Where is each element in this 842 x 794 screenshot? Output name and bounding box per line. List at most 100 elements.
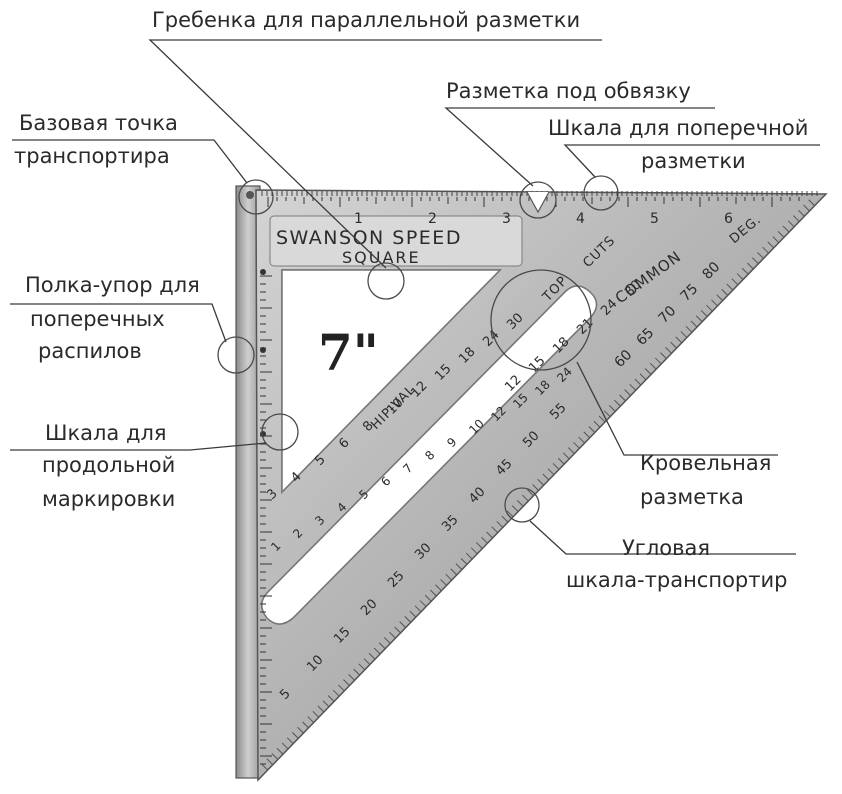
edge-tooth (787, 220, 795, 228)
edge-tooth (557, 457, 565, 465)
edge-tooth (450, 568, 458, 576)
edge-tooth (614, 399, 621, 407)
inch-mark: 1 (354, 211, 363, 227)
edge-tooth (711, 299, 718, 307)
edge-tooth (429, 589, 437, 597)
edge-tooth (665, 347, 672, 354)
edge-tooth (317, 705, 325, 713)
edge-tooth (486, 531, 493, 539)
label-long-scale-line-1: Шкала для (45, 421, 167, 445)
edge-tooth (639, 373, 647, 381)
edge-tooth (332, 689, 340, 697)
edge-tooth (578, 436, 585, 444)
edge-tooth (476, 542, 483, 549)
edge-tooth (588, 426, 596, 433)
edge-tooth (706, 304, 713, 312)
edge-tooth (690, 320, 698, 328)
edge-tooth (803, 204, 810, 212)
edge-tooth (261, 763, 269, 771)
edge-tooth (307, 716, 315, 723)
edge-tooth (435, 584, 442, 592)
edge-tooth (389, 631, 396, 639)
edge-tooth (399, 621, 407, 628)
edge-tooth (312, 710, 320, 718)
edge-tooth (414, 605, 422, 613)
edge-tooth (297, 726, 304, 734)
label-lip-line-2: поперечных (30, 307, 165, 331)
edge-tooth (685, 325, 693, 333)
edge-tooth (481, 536, 488, 544)
edge-tooth (608, 405, 616, 412)
edge-tooth (516, 499, 524, 507)
label-protractor-line-2: шкала-транспортир (566, 568, 787, 592)
edge-tooth (491, 526, 499, 534)
edge-tooth (542, 473, 550, 481)
edge-tooth (593, 420, 601, 428)
edge-tooth (547, 468, 555, 476)
edge-tooth (383, 637, 391, 644)
label-cross-scale-line-1: Шкала для поперечной (548, 116, 808, 140)
edge-tooth (603, 410, 611, 418)
edge-tooth (762, 246, 769, 254)
callout-lip (217, 336, 255, 374)
comb-teeth (261, 191, 818, 196)
edge-tooth (573, 441, 580, 449)
edge-tooth (266, 758, 274, 766)
edge-tooth (358, 663, 366, 671)
edge-tooth (654, 357, 662, 365)
inch-mark: 4 (576, 211, 585, 227)
edge-tooth (302, 721, 309, 729)
edge-tooth (726, 283, 734, 291)
size-label: 7" (318, 323, 379, 382)
edge-tooth (373, 647, 381, 655)
label-pivot-line-1: Базовая точка (19, 111, 178, 135)
edge-tooth (322, 700, 330, 708)
edge-tooth (746, 262, 754, 270)
edge-tooth (562, 452, 570, 460)
edge-tooth (337, 684, 345, 692)
edge-tooth (511, 505, 519, 512)
edge-tooth (619, 394, 626, 402)
edge-tooth (532, 484, 539, 491)
edge-tooth (716, 294, 723, 302)
edge-tooth (424, 594, 432, 602)
label-cross-scale-line-2: разметки (641, 149, 746, 173)
edge-tooth (276, 747, 284, 755)
label-protractor-line-1: Угловая (622, 536, 710, 560)
edge-tooth (634, 378, 642, 386)
edge-tooth (409, 610, 417, 618)
edge-tooth (675, 336, 683, 344)
edge-tooth (363, 658, 371, 665)
edge-tooth (700, 310, 708, 317)
edge-tooth (465, 552, 473, 560)
inch-mark: 6 (724, 211, 733, 227)
edge-tooth (496, 521, 504, 528)
label-lip-line-3: распилов (38, 339, 142, 363)
label-long-scale-line-3: маркировки (42, 487, 175, 511)
label-comb: Гребенка для параллельной разметки (152, 8, 580, 32)
labels: Гребенка для параллельной разметки Разме… (14, 8, 808, 592)
edge-tooth (368, 652, 376, 660)
edge-tooth (404, 616, 412, 623)
label-lip-line-1: Полка-упор для (25, 273, 200, 297)
edge-tooth (598, 415, 606, 423)
longitudinal-scale-ticks (260, 275, 272, 765)
edge-tooth (798, 209, 805, 217)
callout-truss (519, 181, 557, 219)
edge-tooth (348, 674, 355, 681)
edge-tooth (343, 679, 350, 687)
edge-tooth (629, 383, 637, 391)
edge-tooth (772, 236, 780, 243)
edge-tooth (624, 389, 631, 396)
edge-tooth (394, 626, 401, 634)
inch-mark: 5 (650, 211, 659, 227)
edge-tooth (537, 478, 545, 486)
edge-tooth (501, 515, 509, 523)
edge-tooth (568, 447, 575, 454)
callout-protractor (504, 487, 540, 523)
edge-tooth (736, 273, 744, 280)
edge-tooth (741, 267, 749, 275)
